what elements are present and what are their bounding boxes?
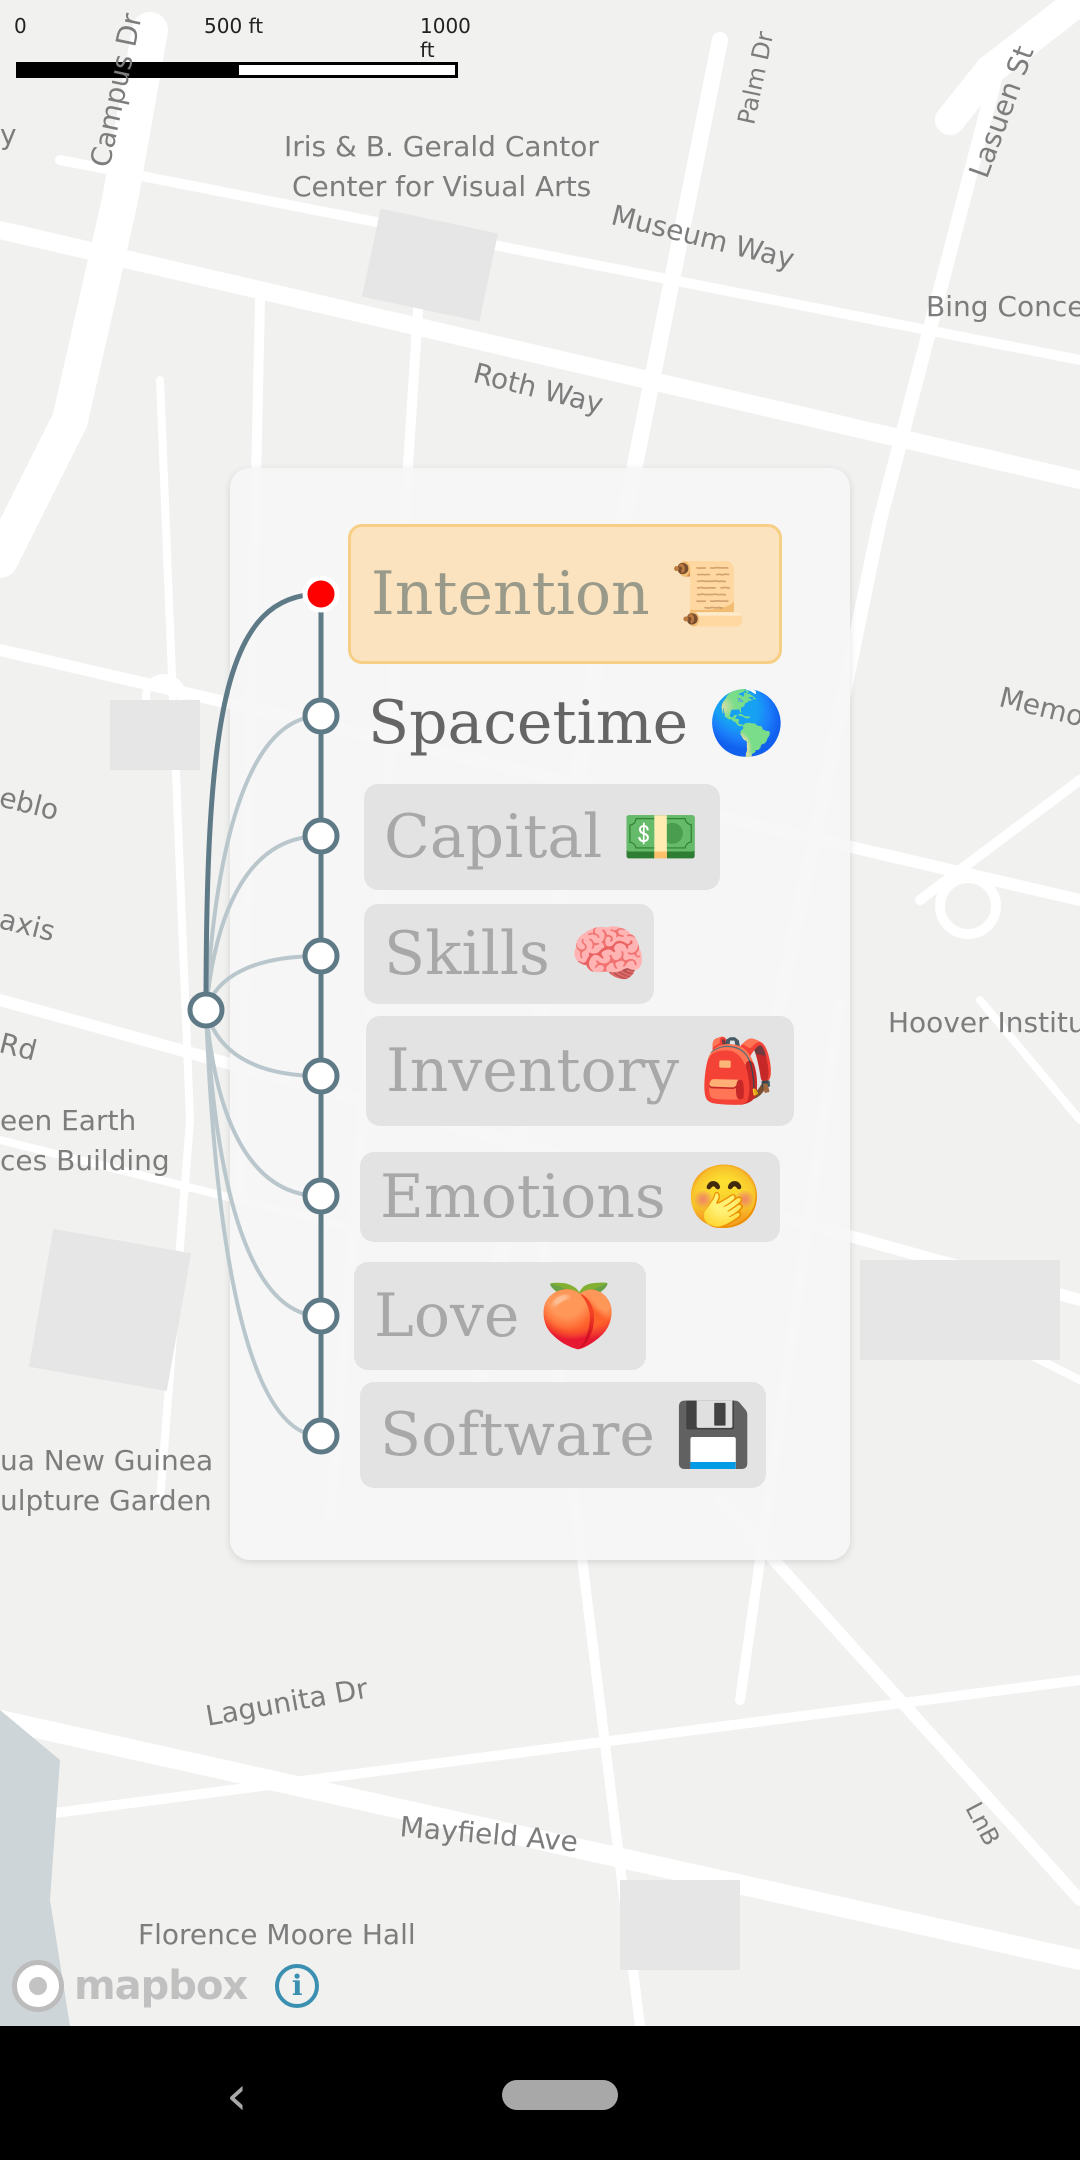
mapbox-attribution: mapbox i: [12, 1960, 320, 2012]
category-emoji-icon: 🤭: [685, 1160, 763, 1233]
category-label: Love: [374, 1281, 520, 1351]
tree-branch: [204, 714, 322, 1011]
category-label: Skills: [384, 919, 550, 989]
system-nav-bar: ‹: [0, 2026, 1080, 2160]
tree-active-branch: [203, 591, 322, 1011]
tree-branch: [204, 1009, 322, 1198]
tree-node-active[interactable]: [302, 575, 340, 613]
scale-tick-0: 0: [14, 14, 27, 38]
category-label: Emotions: [380, 1162, 666, 1232]
category-item-skills[interactable]: Skills 🧠: [364, 904, 654, 1004]
scale-tick-500: 500 ft: [204, 14, 264, 38]
map-label-earth-2: ces Building: [0, 1144, 170, 1177]
tree-branch: [204, 1009, 322, 1438]
category-label: Spacetime: [368, 688, 689, 758]
tree-node[interactable]: [302, 1297, 340, 1335]
info-icon[interactable]: i: [275, 1964, 320, 2008]
map-label-png-2: ulpture Garden: [0, 1484, 212, 1517]
map-label-hoover: Hoover Institu: [888, 1006, 1080, 1039]
map-label-earth-1: een Earth: [0, 1104, 137, 1137]
scale-tick-1000: 1000 ft: [420, 14, 471, 62]
category-emoji-icon: 🎒: [699, 1034, 777, 1107]
scale-bar: [16, 62, 458, 78]
category-emoji-icon: 💵: [622, 800, 700, 873]
tree-node[interactable]: [302, 937, 340, 975]
nav-home-pill[interactable]: [502, 2080, 618, 2110]
tree-branch: [204, 834, 322, 1011]
tree-node[interactable]: [302, 1057, 340, 1095]
map-scale: 0 500 ft 1000 ft: [14, 12, 471, 78]
category-item-emotions[interactable]: Emotions 🤭: [360, 1152, 780, 1242]
nav-back-icon[interactable]: ‹: [226, 2064, 248, 2127]
map-label-bing: Bing Conce: [926, 290, 1080, 323]
mapbox-logo-icon: [12, 1960, 64, 2012]
category-emoji-icon: 📜: [669, 557, 747, 630]
category-item-inventory[interactable]: Inventory 🎒: [366, 1016, 794, 1126]
category-item-capital[interactable]: Capital 💵: [364, 784, 720, 890]
category-panel: Intention 📜 Spacetime 🌎 Capital 💵 Skills 🧠 Inven…: [187, 468, 850, 1560]
tree-node[interactable]: [302, 1177, 340, 1215]
category-label: Inventory: [386, 1036, 680, 1106]
map-label-cantor-2: Center for Visual Arts: [292, 170, 592, 203]
category-label: Capital: [384, 802, 603, 872]
category-item-spacetime[interactable]: Spacetime 🌎: [348, 668, 788, 778]
tree-node[interactable]: [302, 697, 340, 735]
tree-node[interactable]: [302, 1417, 340, 1455]
map-label-cantor-1: Iris & B. Gerald Cantor: [284, 130, 599, 163]
category-emoji-icon: 🧠: [569, 917, 648, 990]
category-item-intention[interactable]: Intention 📜: [348, 524, 782, 664]
map-label-florence: Florence Moore Hall: [138, 1918, 416, 1951]
category-emoji-icon: 🌎: [708, 686, 786, 759]
map-label-y: y: [0, 118, 17, 151]
category-tree-graph: [187, 575, 340, 1455]
mapbox-logo-text: mapbox: [74, 1963, 248, 2009]
tree-hub-node[interactable]: [187, 991, 225, 1029]
category-label: Software: [380, 1400, 655, 1470]
category-item-love[interactable]: Love 🍑: [354, 1262, 646, 1370]
category-item-software[interactable]: Software 💾: [360, 1382, 766, 1488]
tree-node[interactable]: [302, 817, 340, 855]
category-emoji-icon: 🍑: [539, 1279, 617, 1352]
category-label: Intention: [371, 559, 650, 629]
category-emoji-icon: 💾: [674, 1398, 753, 1471]
map-label-png-1: ua New Guinea: [0, 1444, 214, 1477]
